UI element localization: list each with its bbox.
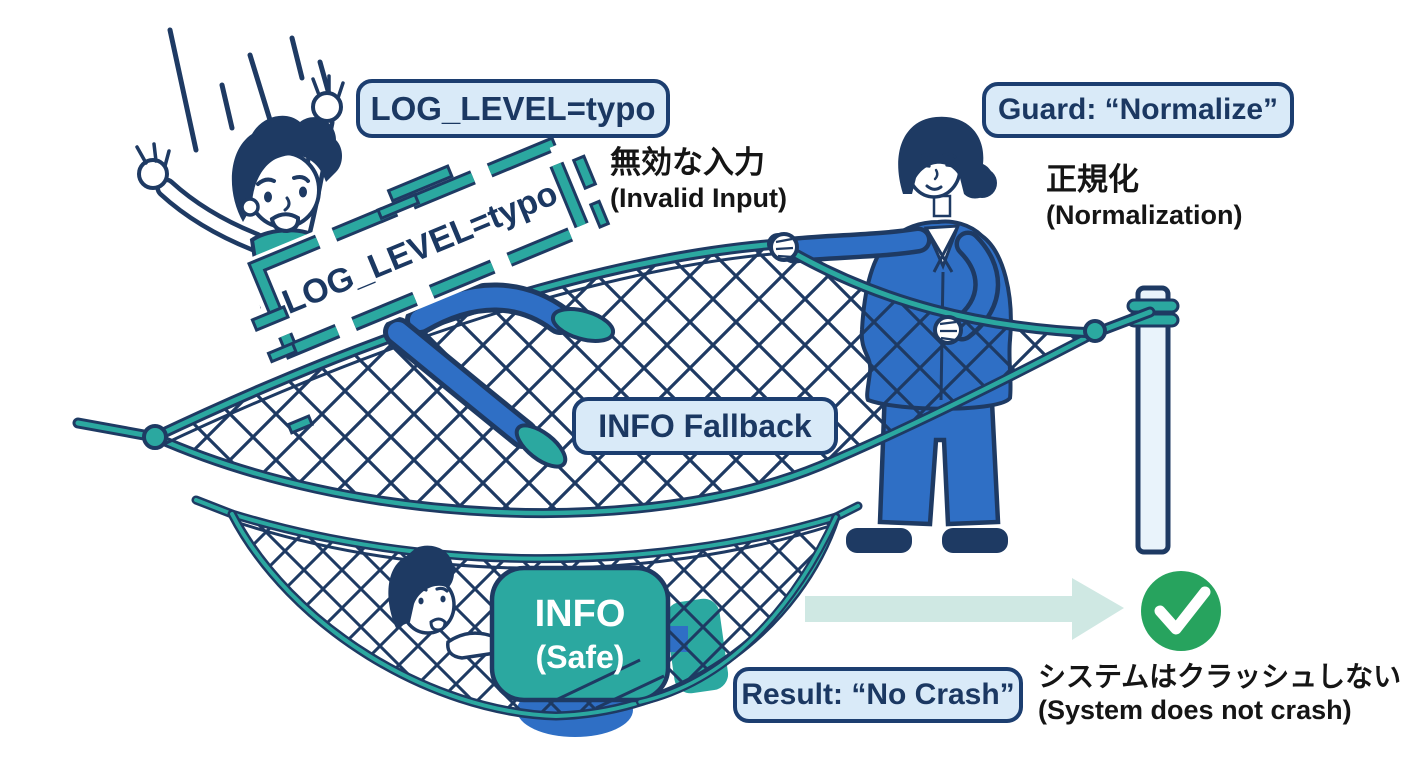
normalization-annotation: 正規化 (Normalization) (1046, 161, 1243, 232)
invalid-input-badge: LOG_LEVEL=typo (356, 79, 670, 138)
guard-hands (769, 232, 963, 345)
sleeping-person (388, 545, 505, 660)
safety-net (72, 233, 1156, 519)
guard-normalize-badge: Guard: “Normalize” (982, 82, 1294, 138)
net-knot (1083, 319, 1107, 343)
normalization-annotation-jp: 正規化 (1046, 162, 1139, 197)
sign-dash-fragments (250, 154, 611, 435)
sleeping-person-hair (388, 545, 455, 628)
speed-lines-icon (167, 27, 337, 153)
success-check-icon (1141, 571, 1221, 651)
invalid-input-annotation: 無効な入力 (Invalid Input) (610, 144, 787, 215)
info-safe-line1: INFO (534, 593, 626, 635)
no-crash-annotation-jp: システムはクラッシュしない (1038, 661, 1402, 692)
normalization-annotation-en: (Normalization) (1046, 199, 1243, 230)
hammock-net (191, 495, 863, 737)
invalid-input-sign (241, 131, 611, 435)
invalid-input-annotation-jp: 無効な入力 (610, 145, 765, 180)
net-knot (142, 424, 168, 450)
falling-person-shoe (550, 307, 616, 343)
no-crash-annotation: システムはクラッシュしない (System does not crash) (1038, 660, 1401, 727)
falling-person-hair (231, 115, 342, 222)
guard-hair (898, 116, 994, 199)
guard-normalize-badge-label: Guard: “Normalize” (997, 93, 1279, 126)
info-fallback-badge-label: INFO Fallback (598, 407, 812, 444)
info-safe-line2: (Safe) (535, 638, 625, 675)
info-safe-label: INFO (Safe) (492, 568, 668, 700)
support-pole (1126, 285, 1180, 555)
flow-arrow-icon (805, 578, 1124, 640)
falling-person-shoe (514, 423, 568, 469)
invalid-input-badge-label: LOG_LEVEL=typo (370, 89, 656, 127)
info-fallback-badge: INFO Fallback (572, 397, 838, 455)
guard-shoe (846, 528, 912, 553)
result-no-crash-badge: Result: “No Crash” (733, 667, 1023, 723)
no-crash-annotation-en: (System does not crash) (1038, 695, 1352, 726)
falling-person (135, 74, 616, 469)
result-no-crash-badge-label: Result: “No Crash” (741, 678, 1015, 711)
invalid-input-annotation-en: (Invalid Input) (610, 182, 787, 213)
guard-shoe (942, 528, 1008, 553)
